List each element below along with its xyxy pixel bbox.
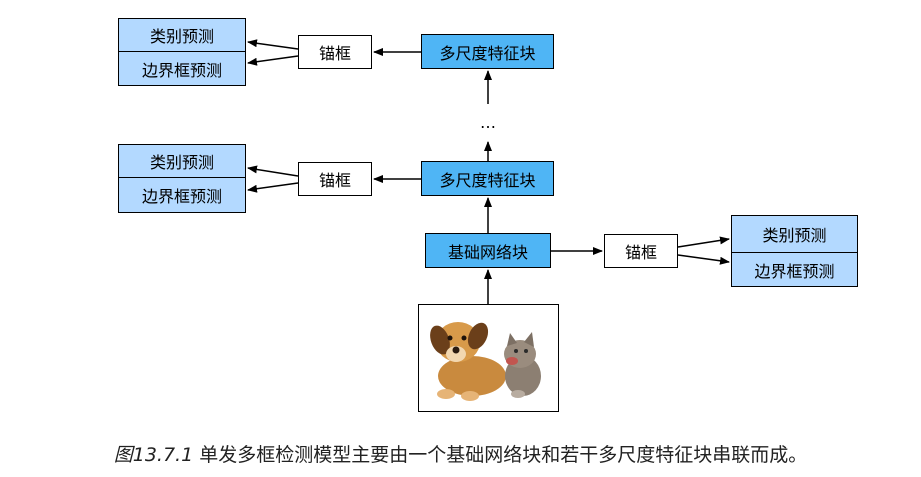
arrow-middle-anchor-to-class	[247, 165, 299, 177]
top-multiscale-feature-label: 多尺度特征块	[439, 43, 536, 63]
ellipsis-label: …	[480, 112, 496, 132]
middle-anchor-box: 锚框	[298, 162, 372, 196]
dog-and-cat-image	[429, 321, 541, 401]
dog-muzzle	[445, 345, 466, 362]
cat-mouth	[505, 356, 518, 365]
figure-label: 图13.7.1	[113, 444, 194, 466]
base-anchor-label: 锚框	[624, 243, 657, 262]
base-bbox-prediction-label: 边界框预测	[754, 261, 835, 281]
top-class-prediction-label: 类别预测	[149, 27, 214, 46]
middle-class-prediction-box: 类别预测	[118, 144, 246, 178]
dog-nose	[452, 346, 459, 353]
base-anchor-box: 锚框	[604, 234, 678, 268]
arrow-top-anchor-to-class	[247, 39, 299, 50]
cat-paw	[510, 389, 525, 398]
figure-caption: 图13.7.1 单发多框检测模型主要由一个基础网络块和若干多尺度特征块串联而成。	[0, 440, 921, 467]
dog-paw-right	[460, 390, 479, 401]
base-class-prediction-label: 类别预测	[762, 226, 827, 245]
dog-ear-right	[467, 322, 488, 349]
top-anchor-box: 锚框	[298, 35, 372, 69]
dog-body	[437, 355, 506, 396]
middle-anchor-label: 锚框	[318, 171, 351, 190]
middle-multiscale-feature-block: 多尺度特征块	[421, 161, 554, 196]
base-network-block: 基础网络块	[425, 233, 551, 268]
middle-multiscale-feature-label: 多尺度特征块	[439, 170, 536, 190]
dog-eye-right	[461, 335, 466, 340]
base-class-prediction-box: 类别预测	[731, 215, 858, 253]
arrow-top-anchor-to-bbox	[247, 55, 299, 66]
middle-bbox-prediction-box: 边界框预测	[118, 177, 246, 213]
ellipsis-box: …	[469, 104, 507, 140]
cat-ear-left	[506, 332, 517, 346]
arrow-base-anchor-to-class	[677, 236, 730, 248]
caption-text: 单发多框检测模型主要由一个基础网络块和若干多尺度特征块串联而成。	[193, 444, 808, 466]
top-anchor-label: 锚框	[318, 44, 351, 63]
base-bbox-prediction-box: 边界框预测	[731, 252, 858, 287]
top-class-prediction-box: 类别预测	[118, 18, 246, 52]
cat-eye-left	[513, 348, 518, 353]
arrow-base-anchor-to-bbox	[677, 254, 730, 265]
cat-eye-right	[523, 348, 528, 353]
arrow-middle-anchor-to-bbox	[247, 182, 299, 193]
dog-eye-left	[447, 335, 452, 340]
dog-paw-left	[436, 388, 455, 399]
cat-ear-right	[523, 331, 534, 347]
top-bbox-prediction-box: 边界框预测	[118, 51, 246, 86]
dog-ear-left	[429, 325, 450, 354]
middle-class-prediction-label: 类别预测	[149, 153, 214, 172]
middle-bbox-prediction-label: 边界框预测	[141, 187, 222, 206]
base-network-label: 基础网络块	[447, 242, 528, 262]
top-bbox-prediction-label: 边界框预测	[141, 60, 222, 80]
top-multiscale-feature-block: 多尺度特征块	[421, 34, 554, 69]
input-image-frame	[418, 304, 559, 412]
